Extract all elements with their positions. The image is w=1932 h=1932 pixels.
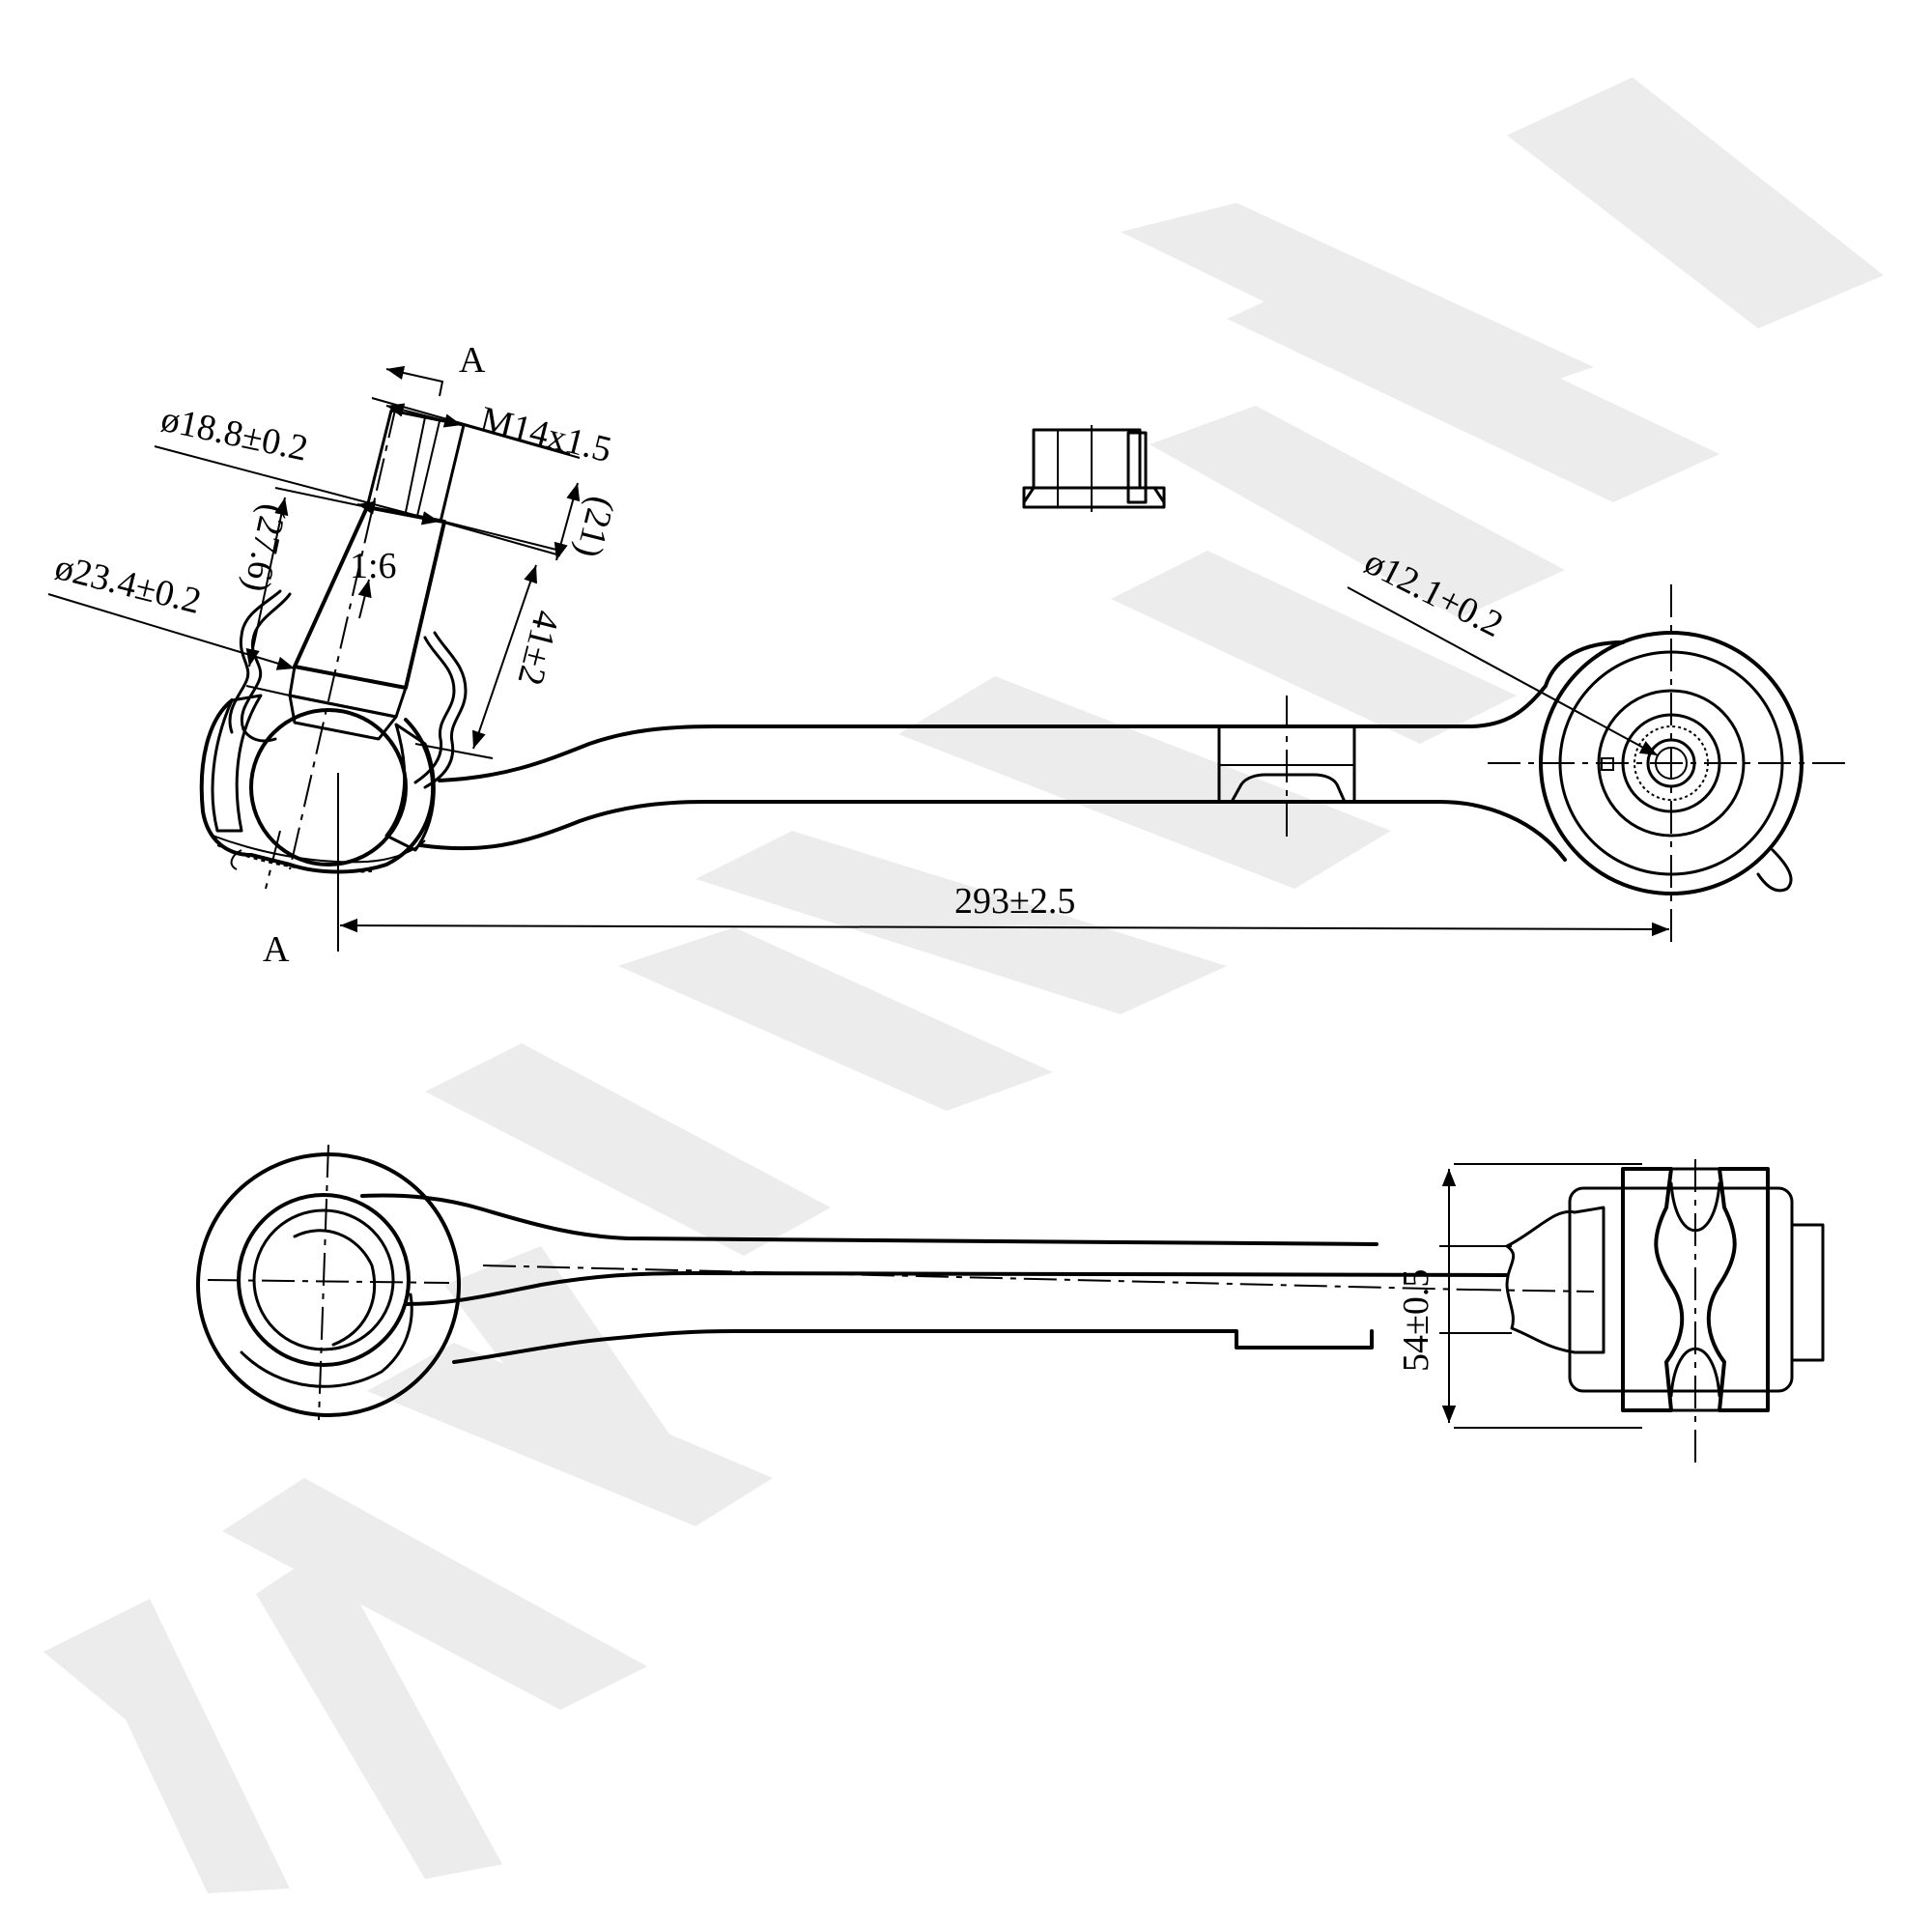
dim-taper-length-label: (27.6) bbox=[236, 500, 294, 596]
arm-rib bbox=[1217, 696, 1356, 840]
dim-overall-length-label: 293±2.5 bbox=[954, 881, 1075, 922]
arm-bottom-upper-edge bbox=[360, 1193, 1378, 1246]
bushing-eye-top bbox=[1488, 584, 1845, 942]
arm-bottom-flange-edge bbox=[452, 1329, 1374, 1364]
arm-body-top-edge bbox=[438, 684, 1548, 782]
dim-ball-diameter-label: ø23.4±0.2 bbox=[51, 547, 205, 622]
arm-bottom-centerline bbox=[482, 1264, 1469, 1291]
dim-shank-diameter-label: ø18.8±0.2 bbox=[157, 399, 311, 469]
section-marker-top: A bbox=[385, 340, 486, 397]
arm-body-bottom-edge bbox=[418, 800, 1567, 862]
dim-overall-length: 293±2.5 bbox=[337, 773, 1670, 952]
dim-shank-diameter: ø18.8±0.2 bbox=[154, 399, 440, 526]
bushing-cross-section bbox=[1467, 1159, 1825, 1463]
dim-taper-label: 1:6 bbox=[350, 546, 397, 586]
ball-joint-top bbox=[199, 405, 468, 874]
bottom-view: 54±0.5 bbox=[196, 1144, 1825, 1463]
ball-joint-bottom bbox=[196, 1144, 461, 1421]
dim-taper-length: (27.6) bbox=[236, 487, 368, 696]
watermark-logo bbox=[43, 77, 1884, 1893]
section-label-top: A bbox=[459, 340, 486, 381]
flange-nut-icon bbox=[1022, 425, 1166, 512]
section-label-bottom: A bbox=[263, 929, 290, 970]
section-marker-bottom: A bbox=[263, 830, 290, 970]
arm-bottom-lower-edge bbox=[404, 1271, 1509, 1306]
dim-thread-length-label: (21) bbox=[568, 493, 622, 562]
dim-bushing-width: 54±0.5 bbox=[1396, 1163, 1642, 1429]
dim-bushing-width-label: 54±0.5 bbox=[1396, 1269, 1436, 1372]
